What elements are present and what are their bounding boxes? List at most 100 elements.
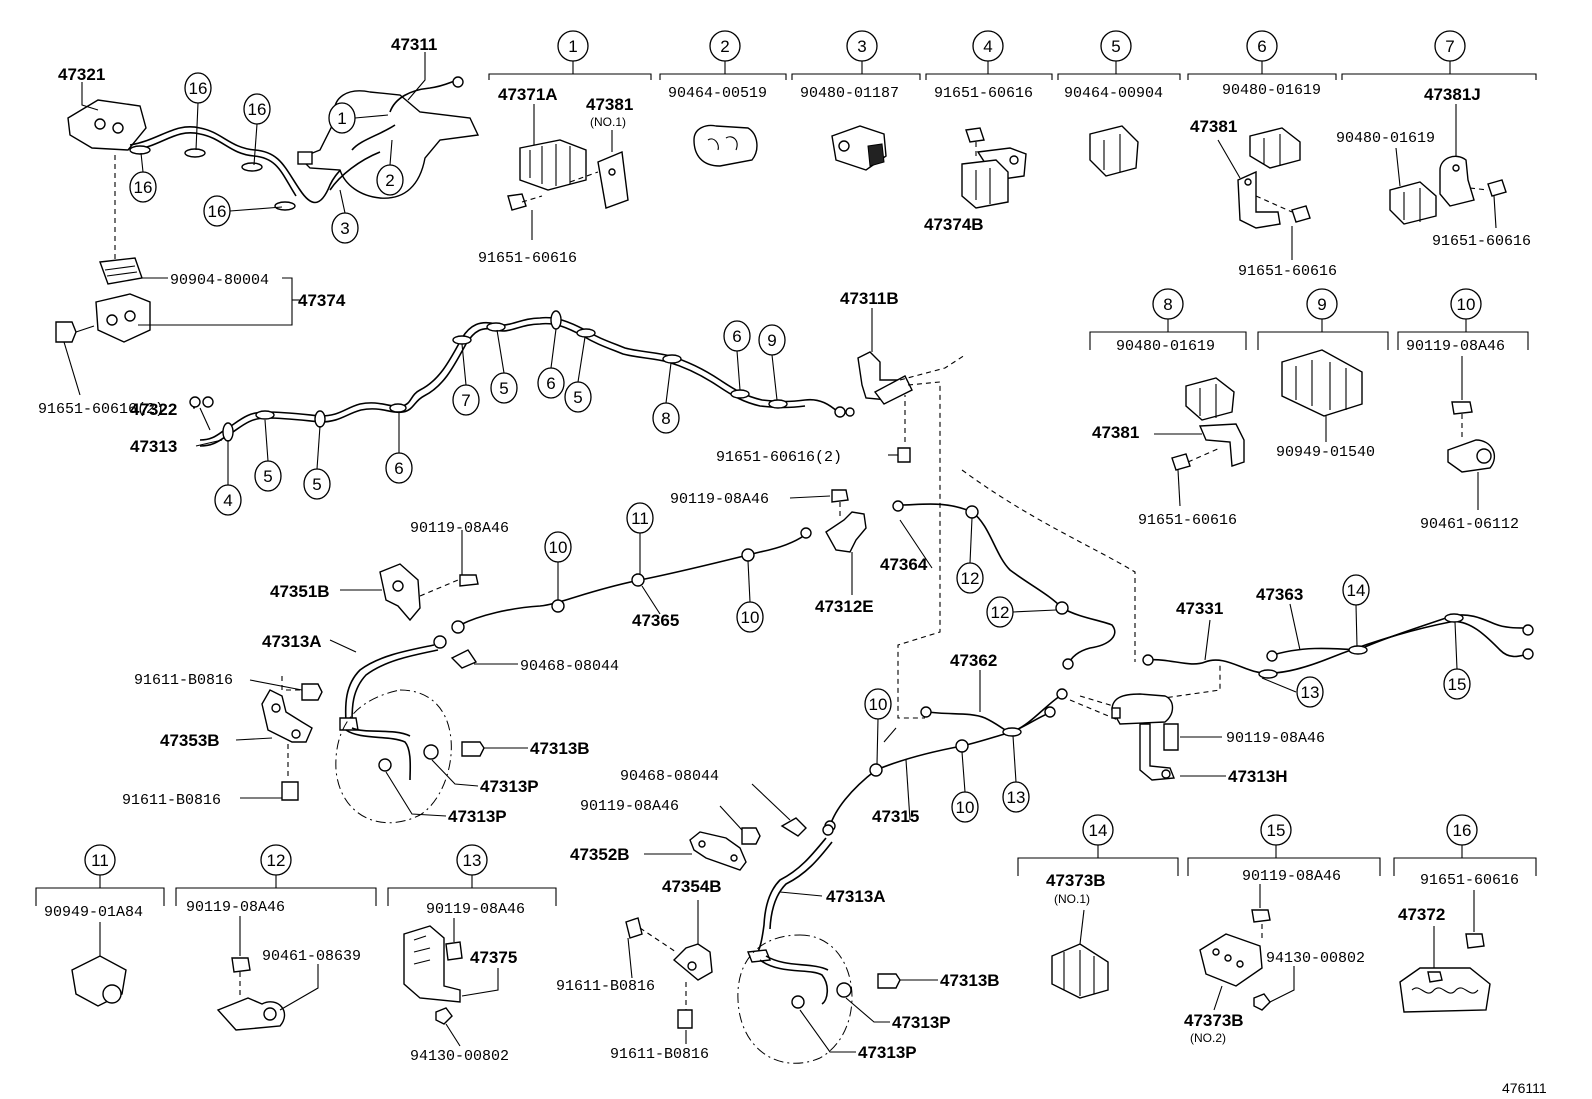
callout-3: 3 <box>340 219 349 238</box>
group-8-part-47381: 47381 <box>1092 423 1139 442</box>
group-1-number: 1 <box>568 37 577 56</box>
group-15-part-47373b: 47373B <box>1184 1011 1244 1030</box>
callout-10c: 10 <box>869 695 888 714</box>
group-6-number: 6 <box>1257 37 1266 56</box>
label-90119-08A46-b: 90119-08A46 <box>670 491 769 508</box>
group-16-part-91651-60616: 91651-60616 <box>1420 872 1519 889</box>
label-47313: 47313 <box>130 437 177 456</box>
group-4-number: 4 <box>983 37 992 56</box>
figure-code: 476111 <box>1502 1080 1547 1096</box>
group-15: 15 90119-08A46 94130-00802 47373B (NO.2) <box>1184 814 1381 1045</box>
group-10-part-90461-06112: 90461-06112 <box>1420 516 1519 533</box>
callout-balloons-middle: 7 5 6 5 8 6 9 4 5 5 6 <box>214 320 786 516</box>
group-6: 6 90480-01619 47381 91651-60616 <box>1187 30 1337 280</box>
group-14-part-47373b: 47373B <box>1046 871 1106 890</box>
callout-10a: 10 <box>549 538 568 557</box>
callout-balloons-right: 12 12 14 15 13 10 10 13 <box>864 517 1471 823</box>
callout-16b: 16 <box>248 100 267 119</box>
label-90468-08044-a: 90468-08044 <box>520 658 619 675</box>
group-6-part-47381: 47381 <box>1190 117 1237 136</box>
group-14-number: 14 <box>1089 821 1108 840</box>
group-12-part-90461-08639: 90461-08639 <box>262 948 361 965</box>
label-90904-80004: 90904-80004 <box>170 272 269 289</box>
callout-16a: 16 <box>189 79 208 98</box>
label-47363: 47363 <box>1256 585 1303 604</box>
group-16-part-47372: 47372 <box>1398 905 1445 924</box>
label-47352B: 47352B <box>570 845 630 864</box>
group-9-part-90949-01540: 90949-01540 <box>1276 444 1375 461</box>
label-90468-08044-b: 90468-08044 <box>620 768 719 785</box>
label-47311B: 47311B <box>840 289 899 308</box>
group-14: 14 47373B (NO.1) <box>1017 814 1179 999</box>
group-16-number: 16 <box>1453 821 1472 840</box>
group-1-part-91651-60616: 91651-60616 <box>478 250 577 267</box>
bracket-47312e <box>789 489 867 595</box>
callout-6b: 6 <box>732 327 741 346</box>
callout-16d: 16 <box>208 202 227 221</box>
group-11: 11 90949-01A84 <box>35 844 165 1007</box>
label-47313A-1: 47313A <box>262 632 322 651</box>
group-13-number: 13 <box>463 851 482 870</box>
group-4-part-47374b: 47374B <box>924 215 984 234</box>
group-8-part-90480-01619: 90480-01619 <box>1116 338 1215 355</box>
label-91651-60616-2b: 91651-60616(2) <box>716 449 842 466</box>
group-10-part-90119-08A46: 90119-08A46 <box>1406 338 1505 355</box>
main-pipe-47313 <box>189 308 966 719</box>
label-91611-B0816-d: 91611-B0816 <box>610 1046 709 1063</box>
group-12: 12 90119-08A46 90461-08639 <box>175 844 377 1031</box>
group-10-number: 10 <box>1457 295 1476 314</box>
callout-8: 8 <box>661 409 670 428</box>
group-13-part-90119-08A46: 90119-08A46 <box>426 901 525 918</box>
group-12-number: 12 <box>267 851 286 870</box>
group-1: 1 47371A 47381 (NO.1) 91651-60616 <box>478 30 652 267</box>
callout-11: 11 <box>631 509 649 528</box>
label-47315: 47315 <box>872 807 919 826</box>
group-1-part-47381: 47381 <box>586 95 633 114</box>
label-47374: 47374 <box>298 291 346 310</box>
label-47311: 47311 <box>391 35 437 54</box>
group-15-note: (NO.2) <box>1190 1031 1226 1045</box>
callout-13b: 13 <box>1007 788 1026 807</box>
pipes-rear-assembly <box>625 469 1534 1064</box>
group-3: 3 90480-01187 <box>791 30 921 171</box>
label-47313H: 47313H <box>1228 767 1288 786</box>
label-47364: 47364 <box>880 555 928 574</box>
group-13: 13 90119-08A46 47375 94130-00802 <box>387 844 557 1065</box>
label-47331: 47331 <box>1176 599 1223 618</box>
callout-5c: 5 <box>263 467 272 486</box>
label-47313P-2: 47313P <box>448 807 507 826</box>
group-7: 7 47381J 90480-01619 91651-60616 <box>1336 30 1537 250</box>
group-15-part-94130-00802: 94130-00802 <box>1266 950 1365 967</box>
group-8-number: 8 <box>1163 295 1172 314</box>
label-47313P-4: 47313P <box>858 1043 917 1062</box>
callout-5d: 5 <box>312 475 321 494</box>
group-2-part-90464-00519: 90464-00519 <box>668 85 767 102</box>
callout-6c: 6 <box>394 459 403 478</box>
group-9: 9 90949-01540 <box>1257 288 1389 461</box>
callout-12b: 12 <box>991 603 1010 622</box>
label-91611-B0816-b: 91611-B0816 <box>122 792 221 809</box>
group-11-number: 11 <box>91 851 109 870</box>
group-11-part-90949-01A84: 90949-01A84 <box>44 904 143 921</box>
group-3-part-90480-01187: 90480-01187 <box>800 85 899 102</box>
callout-14: 14 <box>1347 581 1366 600</box>
label-47362: 47362 <box>950 651 997 670</box>
callout-13a: 13 <box>1301 683 1320 702</box>
group-15-number: 15 <box>1267 821 1286 840</box>
label-47313B-2: 47313B <box>940 971 1000 990</box>
label-91611-B0816-a: 91611-B0816 <box>134 672 233 689</box>
group-13-part-47375: 47375 <box>470 948 517 967</box>
label-47313A-2: 47313A <box>826 887 886 906</box>
callout-1: 1 <box>337 109 346 128</box>
callout-9: 9 <box>767 331 776 350</box>
group-7-part-90480-01619: 90480-01619 <box>1336 130 1435 147</box>
label-90119-08A46-d: 90119-08A46 <box>580 798 679 815</box>
label-47312E: 47312E <box>815 597 874 616</box>
group-16: 16 91651-60616 47372 <box>1393 814 1537 1013</box>
label-47313P-1: 47313P <box>480 777 539 796</box>
callout-2: 2 <box>385 171 394 190</box>
label-91651-60616-2a: 91651-60616(2) <box>38 401 164 418</box>
group-15-part-90119-08A46: 90119-08A46 <box>1242 868 1341 885</box>
